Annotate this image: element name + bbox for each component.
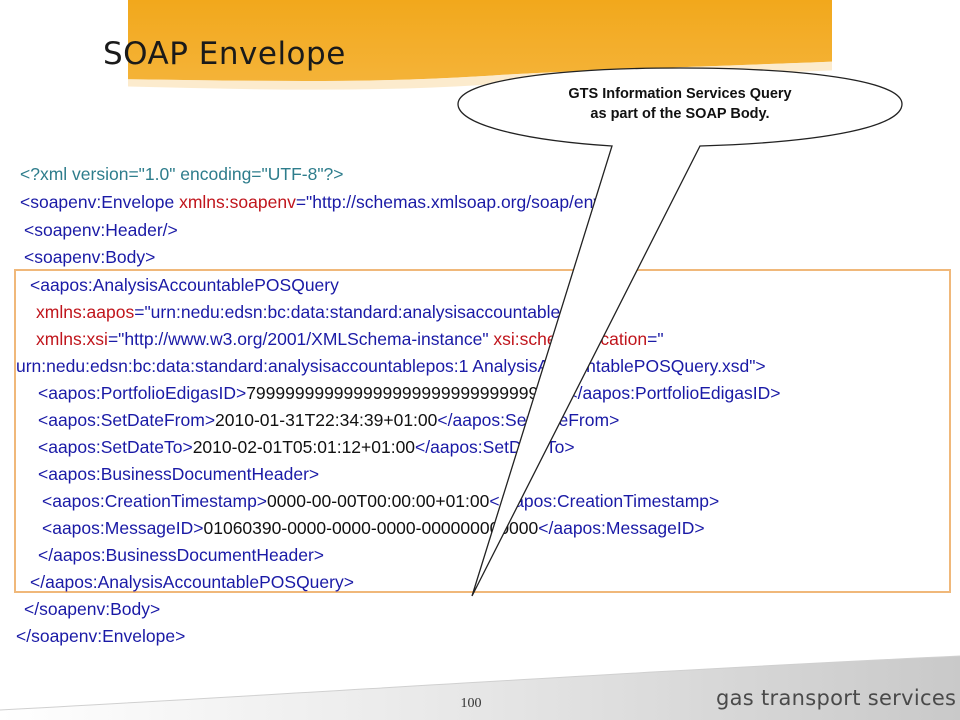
bdh-close-tag: </aapos:BusinessDocumentHeader> (38, 545, 325, 565)
xml-decl-text: <?xml version="1.0" encoding="UTF-8"?> (20, 164, 344, 184)
slide-title: SOAP Envelope (103, 36, 346, 72)
xml-line-date-from: <aapos:SetDateFrom>2010-01-31T22:34:39+0… (38, 409, 619, 431)
ns-aapos-value: ="urn:nedu:edsn:bc:data:standard:analysi… (134, 302, 610, 322)
xml-line-bdh-close: </aapos:BusinessDocumentHeader> (38, 544, 324, 566)
date-from-value: 2010-01-31T22:34:39+01:00 (215, 410, 438, 430)
xml-line-body-close: </soapenv:Body> (24, 598, 160, 620)
xml-line-query-open: <aapos:AnalysisAccountablePOSQuery (30, 274, 339, 296)
callout-line-2: as part of the SOAP Body. (590, 106, 770, 122)
xml-line-envelope-close: </soapenv:Envelope> (16, 625, 185, 647)
body-close-tag: </soapenv:Body> (24, 599, 161, 619)
xml-line-bdh-open: <aapos:BusinessDocumentHeader> (38, 463, 319, 485)
page-number: 100 (460, 696, 482, 711)
xml-line-creation-ts: <aapos:CreationTimestamp>0000-00-00T00:0… (42, 490, 719, 512)
callout-text: GTS Information Services Query as part o… (500, 84, 860, 124)
ns-aapos-attr: xmlns:aapos (36, 302, 135, 322)
ns-xsi-attr: xmlns:xsi (36, 329, 108, 349)
body-open-tag: <soapenv:Body> (24, 247, 156, 267)
bdh-open-tag: <aapos:BusinessDocumentHeader> (38, 464, 320, 484)
xml-line-portfolio: <aapos:PortfolioEdigasID>799999999999999… (38, 382, 780, 404)
xml-line-ns-xsi: xmlns:xsi="http://www.w3.org/2001/XMLSch… (36, 328, 664, 350)
date-to-value: 2010-02-01T05:01:12+01:00 (192, 437, 416, 457)
xml-line-envelope: <soapenv:Envelope xmlns:soapenv="http://… (20, 191, 666, 213)
envelope-tag: <soapenv:Envelope (20, 192, 180, 212)
xml-line-date-to: <aapos:SetDateTo>2010-02-01T05:01:12+01:… (38, 436, 575, 458)
creation-ts-open-tag: <aapos:CreationTimestamp> (42, 491, 268, 511)
creation-ts-value: 0000-00-00T00:00:00+01:00 (267, 491, 490, 511)
query-close-tag: </aapos:AnalysisAccountablePOSQuery> (30, 572, 354, 592)
envelope-close-tag: </soapenv:Envelope> (16, 626, 186, 646)
xml-line-ns-aapos: xmlns:aapos="urn:nedu:edsn:bc:data:stand… (36, 301, 609, 323)
header-tag: <soapenv:Header/> (24, 220, 178, 240)
xml-line-query-close: </aapos:AnalysisAccountablePOSQuery> (30, 571, 354, 593)
schema-location-value: urn:nedu:edsn:bc:data:standard:analysisa… (16, 356, 766, 376)
date-to-close-tag: </aapos:SetDateTo> (415, 437, 575, 457)
query-open-tag: <aapos:AnalysisAccountablePOSQuery (30, 275, 339, 295)
message-id-close-tag: </aapos:MessageID> (538, 518, 705, 538)
xml-line-body-open: <soapenv:Body> (24, 246, 155, 268)
xml-declaration: <?xml version="1.0" encoding="UTF-8"?> (20, 163, 344, 185)
ns-xsi-value: ="http://www.w3.org/2001/XMLSchema-insta… (107, 329, 494, 349)
footer-band (0, 655, 960, 720)
date-from-open-tag: <aapos:SetDateFrom> (38, 410, 216, 430)
portfolio-value: 799999999999999999999999999999999 (246, 383, 568, 403)
xml-line-schema-location: urn:nedu:edsn:bc:data:standard:analysisa… (16, 355, 766, 377)
message-id-open-tag: <aapos:MessageID> (42, 518, 204, 538)
date-from-close-tag: </aapos:SetDateFrom> (437, 410, 620, 430)
schema-location-open: =" (647, 329, 664, 349)
envelope-attr-value: ="http://schemas.xmlsoap.org/soap/envelo… (295, 192, 667, 212)
xml-line-header: <soapenv:Header/> (24, 219, 178, 241)
callout-line-1: GTS Information Services Query (568, 86, 792, 102)
portfolio-open-tag: <aapos:PortfolioEdigasID> (38, 383, 247, 403)
portfolio-close-tag: </aapos:PortfolioEdigasID> (567, 383, 781, 403)
creation-ts-close-tag: </aapos:CreationTimestamp> (489, 491, 720, 511)
schema-location-attr: xsi:schemaLocation (493, 329, 648, 349)
brand-logo-text: gas transport services (716, 686, 957, 710)
message-id-value: 01060390-0000-0000-0000-000000000000 (203, 518, 539, 538)
date-to-open-tag: <aapos:SetDateTo> (38, 437, 193, 457)
xml-line-message-id: <aapos:MessageID>01060390-0000-0000-0000… (42, 517, 705, 539)
envelope-attr: xmlns:soapenv (179, 192, 296, 212)
